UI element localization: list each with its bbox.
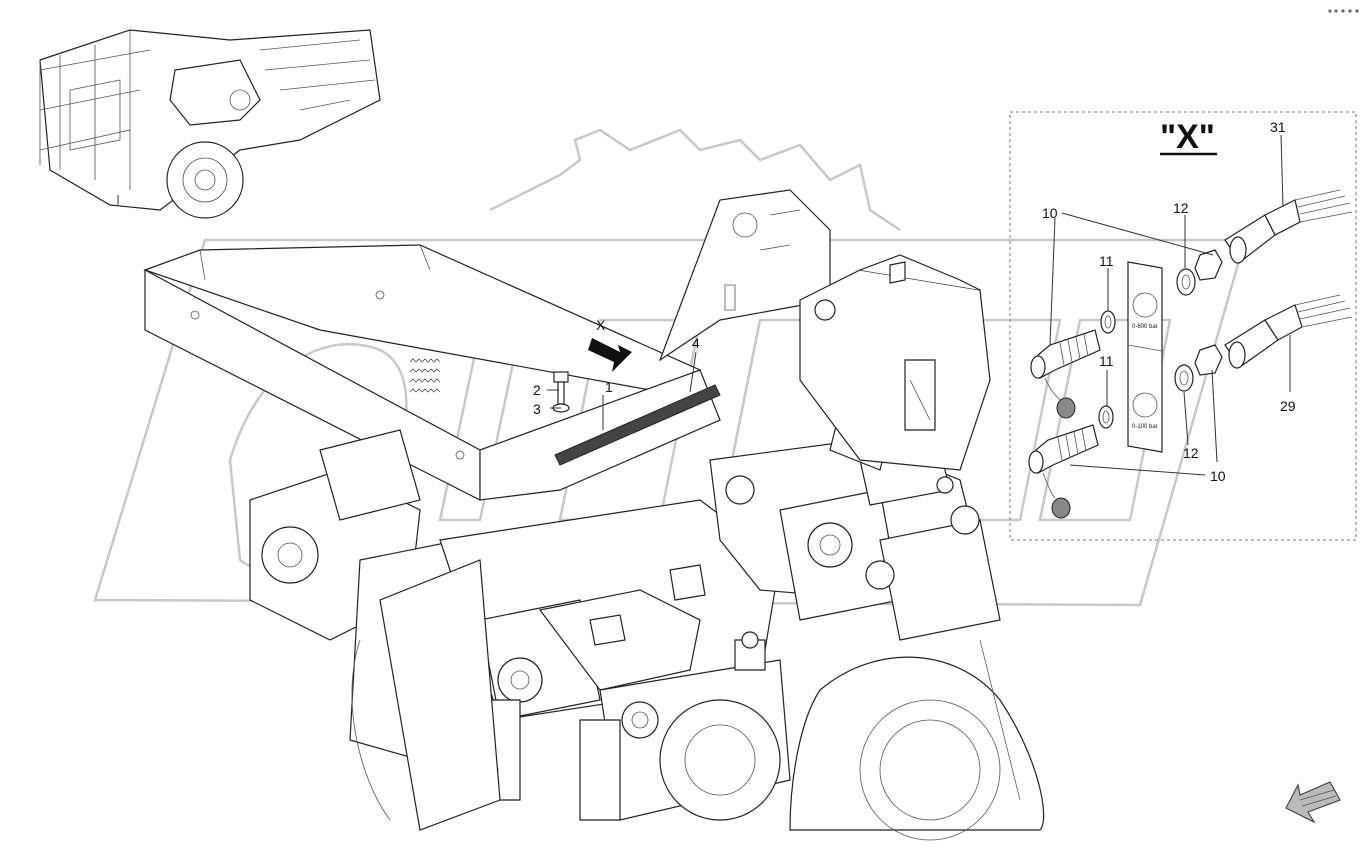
view-arrow-label: X bbox=[596, 317, 606, 333]
decal-bottom-text: 0-100 bar bbox=[1132, 424, 1158, 430]
hose-fitting-31 bbox=[1224, 189, 1353, 264]
nut-lower bbox=[1174, 344, 1223, 392]
machine-overview-thumbnail bbox=[39, 29, 381, 219]
callout-31: 31 bbox=[1270, 119, 1286, 135]
callout-11-upper: 11 bbox=[1099, 253, 1114, 269]
main-callouts: 1 2 3 4 bbox=[533, 335, 700, 417]
o-ring-lower bbox=[1098, 405, 1114, 429]
callout-10-lower: 10 bbox=[1210, 468, 1226, 484]
direction-arrow-icon bbox=[1285, 781, 1341, 824]
engine-block bbox=[799, 254, 991, 471]
callout-10-upper: 10 bbox=[1042, 205, 1058, 221]
callout-1: 1 bbox=[605, 379, 613, 395]
test-coupling-upper bbox=[1030, 329, 1101, 419]
mounting-plate bbox=[658, 189, 831, 362]
dots-icon bbox=[1328, 9, 1359, 13]
o-ring-upper bbox=[1100, 310, 1116, 334]
view-arrow: X bbox=[588, 317, 632, 372]
decal-strip bbox=[554, 384, 721, 466]
leader-lines bbox=[547, 351, 697, 430]
gearbox-housing bbox=[351, 559, 1045, 841]
decal-top-text: 0-600 bar bbox=[1132, 324, 1158, 330]
test-coupling-lower bbox=[1028, 424, 1099, 519]
callout-4: 4 bbox=[692, 335, 700, 351]
hose-fitting-29 bbox=[1224, 294, 1353, 369]
callout-12-lower: 12 bbox=[1183, 445, 1199, 461]
bolt-washer bbox=[552, 371, 570, 413]
pressure-decal-plate: 0-600 bar 0-100 bar bbox=[1127, 261, 1163, 453]
callout-3: 3 bbox=[533, 401, 541, 417]
callout-2: 2 bbox=[533, 382, 541, 398]
callout-11-lower: 11 bbox=[1099, 353, 1114, 369]
callout-29: 29 bbox=[1280, 398, 1296, 414]
nut-upper bbox=[1176, 249, 1223, 296]
spring-symbol bbox=[409, 358, 441, 393]
gear-pump-group bbox=[709, 409, 1001, 641]
detail-title: "X" bbox=[1160, 118, 1215, 156]
callout-12-upper: 12 bbox=[1173, 200, 1189, 216]
detail-x-panel: "X" bbox=[1009, 111, 1357, 541]
